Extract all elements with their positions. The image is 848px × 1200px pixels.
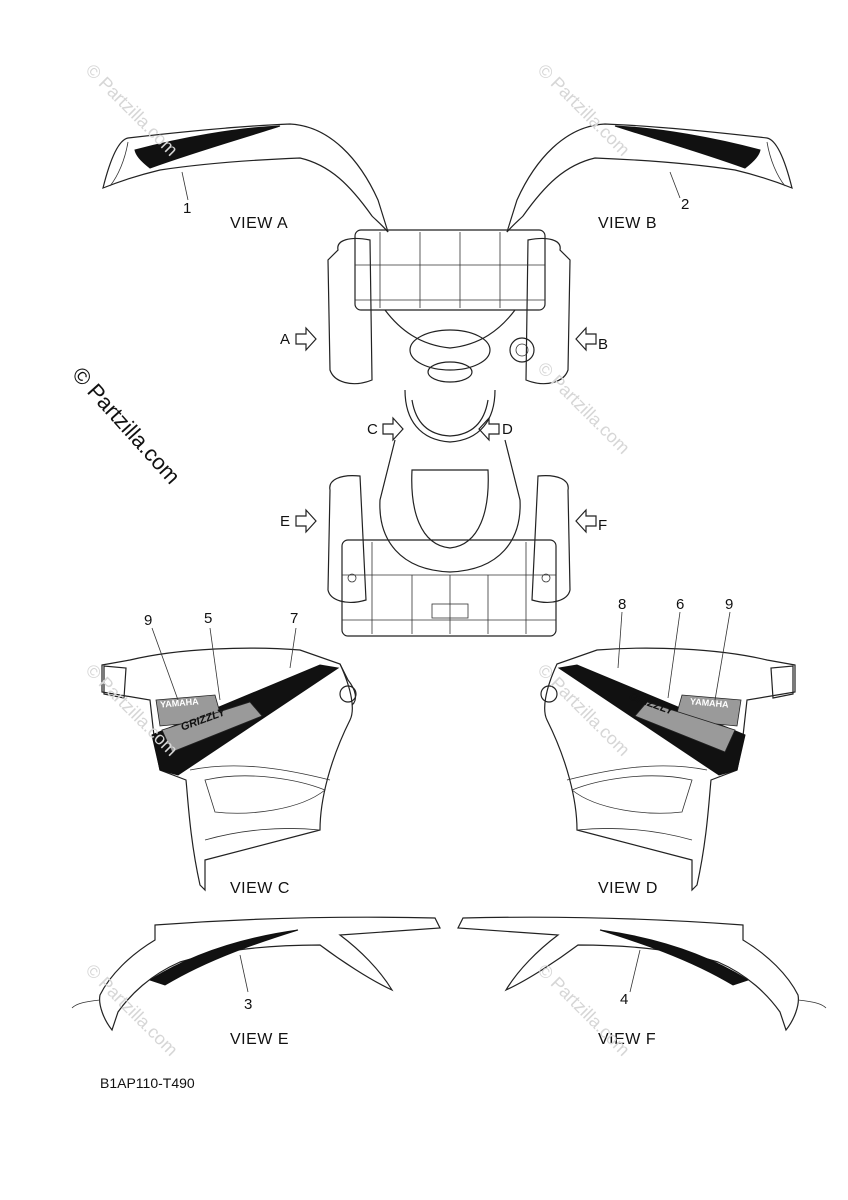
view-d-label: VIEW D <box>598 880 658 897</box>
view-c-label: VIEW C <box>230 880 290 897</box>
callout-5: 5 <box>204 610 213 627</box>
arrow-d-letter: D <box>502 421 513 438</box>
arrow-d-icon <box>478 416 500 442</box>
view-d-side-panel <box>540 647 796 892</box>
arrow-a-letter: A <box>280 331 291 348</box>
arrow-c-letter: C <box>367 421 378 438</box>
view-f-rear-fender <box>457 916 827 1032</box>
leader-lines <box>151 611 731 701</box>
callout-4: 4 <box>620 991 629 1008</box>
callout-9-left: 9 <box>144 612 153 629</box>
callout-2: 2 <box>681 196 690 213</box>
view-f-label: VIEW F <box>598 1031 657 1048</box>
drawing-code: B1AP110-T490 <box>100 1075 195 1091</box>
arrow-a-icon <box>295 326 317 352</box>
callout-8: 8 <box>618 596 627 613</box>
arrow-c-icon <box>382 416 404 442</box>
view-b-fender <box>506 123 793 233</box>
view-a-fender <box>102 123 389 233</box>
callout-3: 3 <box>244 996 253 1013</box>
callout-9-right: 9 <box>725 596 734 613</box>
view-e-label: VIEW E <box>230 1031 290 1048</box>
arrow-b-icon <box>575 326 597 352</box>
view-b-label: VIEW B <box>598 215 658 232</box>
arrow-e-icon <box>295 508 317 534</box>
arrow-f-letter: F <box>598 517 608 534</box>
view-arrows <box>295 326 597 534</box>
view-a-label: VIEW A <box>230 215 289 232</box>
arrow-b-letter: B <box>598 336 609 353</box>
callout-6: 6 <box>676 596 685 613</box>
view-c-side-panel <box>101 647 357 892</box>
atv-top-view <box>327 229 571 637</box>
arrow-e-letter: E <box>280 513 291 530</box>
arrow-f-icon <box>575 508 597 534</box>
callout-1: 1 <box>183 200 192 217</box>
view-e-rear-fender <box>71 916 441 1032</box>
callout-7: 7 <box>290 610 299 627</box>
